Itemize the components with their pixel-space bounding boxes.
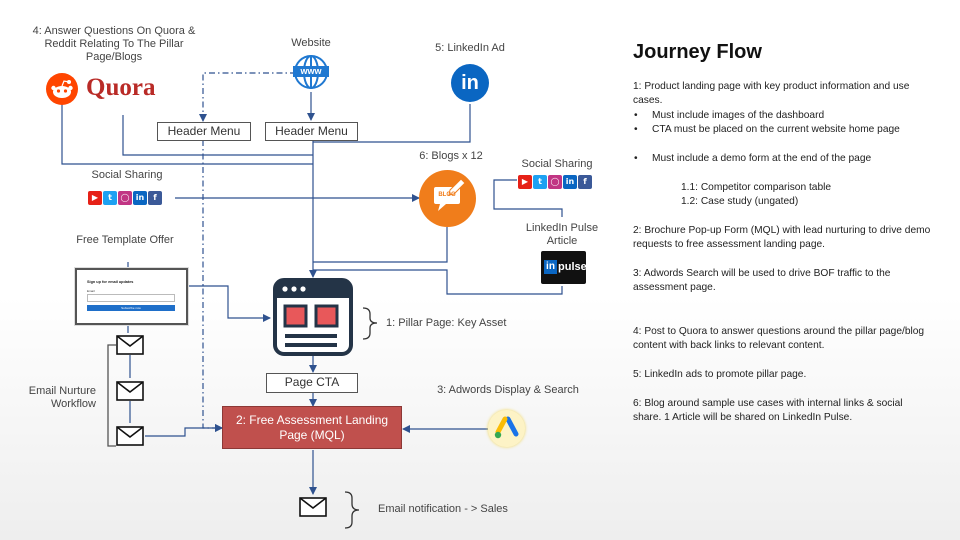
- adwords-label: 3: Adwords Display & Search: [437, 384, 579, 396]
- form-email-field[interactable]: [87, 294, 175, 302]
- facebook-icon[interactable]: f: [578, 175, 592, 189]
- free-assessment-landing-box[interactable]: 2: Free Assessment Landing Page (MQL): [222, 406, 402, 449]
- journey-item-4: 4: Post to Quora to answer questions aro…: [633, 326, 925, 351]
- instagram-icon[interactable]: ◯: [548, 175, 562, 189]
- linkedin-ad-label: 5: LinkedIn Ad: [435, 42, 505, 54]
- email-notification-label: Email notification - > Sales: [378, 503, 508, 515]
- linkedin-pulse-logo[interactable]: in pulse: [541, 251, 587, 284]
- social-icons-right: ▶ t ◯ in f: [518, 175, 592, 189]
- linkedin-icon-text: in: [461, 72, 479, 94]
- header-menu-box-1[interactable]: Header Menu: [157, 122, 251, 141]
- journey-bullet-1: Must include images of the dashboard: [634, 109, 922, 123]
- journey-item-5: 5: LinkedIn ads to promote pillar page.: [633, 369, 807, 380]
- pillar-page-icon[interactable]: [273, 278, 353, 361]
- linkedin-pulse-label: LinkedIn Pulse Article: [525, 222, 599, 247]
- linkedin-small-icon[interactable]: in: [563, 175, 577, 189]
- email-to-landing-line: [145, 424, 223, 437]
- instagram-icon[interactable]: ◯: [118, 191, 132, 205]
- journey-item-6: 6: Blog around sample use cases with int…: [633, 398, 903, 423]
- landing-label: 2: Free Assessment Landing Page (MQL): [235, 412, 389, 442]
- quora-logo[interactable]: Quora: [86, 74, 156, 101]
- pulse-in-badge: in: [544, 260, 557, 274]
- social-icons-left: ▶ t ◯ in f: [88, 191, 162, 205]
- email-envelope-icon: [116, 426, 144, 451]
- reddit-icon[interactable]: [46, 73, 78, 105]
- dashdot-to-landing-line: [202, 140, 223, 432]
- linkedin-small-icon[interactable]: in: [133, 191, 147, 205]
- form-email-label: Email: [87, 289, 95, 293]
- blog-to-pulse-line: [493, 179, 563, 217]
- reddit-line: [61, 104, 313, 165]
- website-dashdot-line: [199, 72, 296, 122]
- social-sharing-label-left: Social Sharing: [91, 169, 163, 181]
- header-menu-box-2[interactable]: Header Menu: [265, 122, 358, 141]
- pulse-word: pulse: [558, 261, 587, 273]
- twitter-icon[interactable]: t: [103, 191, 117, 205]
- journey-sub-2: 1.2: Case study (ungated): [681, 196, 799, 207]
- pillar-brace: [362, 307, 378, 340]
- page-cta-box[interactable]: Page CTA: [266, 373, 358, 393]
- youtube-icon[interactable]: ▶: [88, 191, 102, 205]
- pulse-to-pillar-line: [313, 269, 563, 295]
- facebook-icon[interactable]: f: [148, 191, 162, 205]
- form-title: Sign up for email updates: [87, 280, 134, 284]
- email-bracket: [107, 344, 116, 447]
- notification-brace: [344, 491, 360, 529]
- form-submit-label: Subscribe now: [121, 306, 141, 310]
- quora-reddit-label: 4: Answer Questions On Quora & Reddit Re…: [32, 25, 196, 63]
- www-text: www: [300, 66, 322, 76]
- blogs-label: 6: Blogs x 12: [419, 150, 483, 162]
- free-template-label: Free Template Offer: [76, 234, 174, 246]
- journey-item-2: 2: Brochure Pop-up Form (MQL) with lead …: [633, 225, 931, 250]
- quora-line: [122, 115, 313, 156]
- website-label: Website: [291, 37, 331, 49]
- journey-sub-1: 1.1: Competitor comparison table: [681, 182, 832, 193]
- journey-item-3: 3: Adwords Search will be used to drive …: [633, 268, 891, 293]
- adwords-icon[interactable]: [488, 410, 525, 447]
- email-envelope-icon: [116, 335, 144, 360]
- linkedin-ad-line: [313, 104, 471, 143]
- blog-icon-text: BLOG: [438, 192, 456, 198]
- blog-icon[interactable]: BLOG: [419, 170, 476, 227]
- blog-to-pillar-line: [313, 227, 448, 263]
- twitter-icon[interactable]: t: [533, 175, 547, 189]
- journey-bullet-2: CTA must be placed on the current websit…: [634, 123, 902, 137]
- social-sharing-label-right: Social Sharing: [521, 158, 593, 170]
- youtube-icon[interactable]: ▶: [518, 175, 532, 189]
- email-envelope-icon: [116, 381, 144, 406]
- journey-bullet-3: Must include a demo form at the end of t…: [634, 152, 922, 166]
- notification-envelope-icon: [299, 497, 327, 522]
- form-submit-button[interactable]: Subscribe now: [87, 305, 175, 311]
- journey-flow-title: Journey Flow: [633, 41, 762, 63]
- signup-form-preview[interactable]: Sign up for email updates Email Subscrib…: [75, 268, 188, 325]
- linkedin-icon[interactable]: in: [451, 64, 489, 102]
- website-globe-icon[interactable]: www: [292, 53, 330, 91]
- email-nurture-label: Email Nurture Workflow: [28, 385, 96, 410]
- pillar-page-label: 1: Pillar Page: Key Asset: [386, 317, 507, 329]
- journey-item-1: 1: Product landing page with key product…: [633, 81, 910, 106]
